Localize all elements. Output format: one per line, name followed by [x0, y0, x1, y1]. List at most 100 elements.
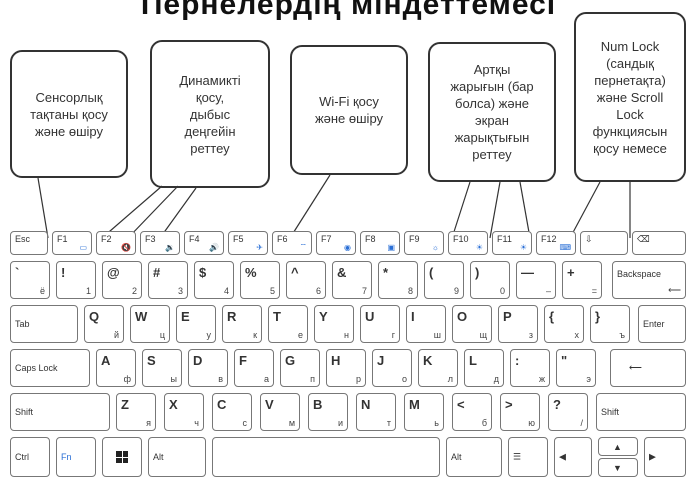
- key-f8[interactable]: F8▣: [360, 231, 400, 255]
- key-row1-7[interactable]: &7: [332, 261, 372, 299]
- key-row3-9[interactable]: :ж: [510, 349, 550, 387]
- key-f2[interactable]: F2🔇: [96, 231, 136, 255]
- key-f1[interactable]: F1▭: [52, 231, 92, 255]
- key-row1-8[interactable]: *8: [378, 261, 418, 299]
- key-row1-12[interactable]: +=: [562, 261, 602, 299]
- key-main-label: !: [61, 265, 66, 280]
- key-capslock[interactable]: Caps Lock: [10, 349, 90, 387]
- key-row1-9[interactable]: (9: [424, 261, 464, 299]
- key-alt[interactable]: Alt: [148, 437, 206, 477]
- volume-up-icon: 🔊: [209, 243, 219, 252]
- key-f12[interactable]: F12⌨: [536, 231, 576, 255]
- key-row2-10[interactable]: {х: [544, 305, 584, 343]
- page-title: Пернелердің міндеттемесі: [140, 0, 557, 21]
- key-down[interactable]: ▼: [598, 458, 638, 477]
- key-main-label: $: [199, 265, 207, 280]
- enter-arrow-icon: ⟵: [629, 362, 642, 373]
- key-row1-10[interactable]: )0: [470, 261, 510, 299]
- key-f3[interactable]: F3🔉: [140, 231, 180, 255]
- key-left[interactable]: ◀: [554, 437, 592, 477]
- key-sub-label: 3: [177, 286, 183, 296]
- backlight-icon: ☼: [431, 243, 439, 252]
- key-delete[interactable]: ⌫: [632, 231, 686, 255]
- key-f11[interactable]: F11☀: [492, 231, 532, 255]
- key-row1-4[interactable]: $4: [194, 261, 234, 299]
- key-enter[interactable]: Enter: [638, 305, 686, 343]
- key-scroll[interactable]: ⇩: [580, 231, 628, 255]
- key-main-label: Q: [89, 309, 100, 324]
- key-row2-11[interactable]: }ъ: [590, 305, 630, 343]
- key-f5[interactable]: F5✈: [228, 231, 268, 255]
- key-enter-wide[interactable]: ⟵: [610, 349, 686, 387]
- key-f7[interactable]: F7◉: [316, 231, 356, 255]
- key-row1-0[interactable]: `ё: [10, 261, 50, 299]
- key-row1-5[interactable]: %5: [240, 261, 280, 299]
- key-row1-3[interactable]: #3: [148, 261, 188, 299]
- key-up[interactable]: ▲: [598, 437, 638, 456]
- key-main-label: A: [101, 353, 111, 368]
- key-main-label: V: [265, 397, 274, 412]
- key-row3-10[interactable]: "э: [556, 349, 596, 387]
- key-main-label: %: [245, 265, 257, 280]
- airplane-icon: ✈: [256, 243, 263, 252]
- key-f4[interactable]: F4🔊: [184, 231, 224, 255]
- key-main-label: @: [107, 265, 120, 280]
- key-backspace[interactable]: Backspace ⟵: [612, 261, 686, 299]
- key-row4-7[interactable]: <б: [452, 393, 492, 431]
- key-space[interactable]: [212, 437, 440, 477]
- key-sub-label: э: [586, 374, 591, 384]
- key-row4-9[interactable]: ?/: [548, 393, 588, 431]
- key-row1-1[interactable]: !1: [56, 261, 96, 299]
- key-menu[interactable]: ☰: [508, 437, 548, 477]
- key-right[interactable]: ▶: [644, 437, 686, 477]
- key-fn[interactable]: Fn: [56, 437, 96, 477]
- key-row4-8[interactable]: >ю: [500, 393, 540, 431]
- key-main-label: O: [457, 309, 468, 324]
- key-shift-right[interactable]: Shift: [596, 393, 686, 431]
- speaker-mute-icon: 🔇: [121, 243, 131, 252]
- key-f10[interactable]: F10☀: [448, 231, 488, 255]
- key-row1-11[interactable]: —–: [516, 261, 556, 299]
- key-f6[interactable]: F6⌔: [272, 231, 312, 255]
- key-shift-left[interactable]: Shift: [10, 393, 110, 431]
- key-row1-2[interactable]: @2: [102, 261, 142, 299]
- key-tab[interactable]: Tab: [10, 305, 78, 343]
- key-main-label: ): [475, 265, 480, 280]
- key-alt-right[interactable]: Alt: [446, 437, 502, 477]
- key-row1-6[interactable]: ^6: [286, 261, 326, 299]
- key-main-label: X: [169, 397, 178, 412]
- key-esc[interactable]: Esc: [10, 231, 48, 255]
- key-win[interactable]: [102, 437, 142, 477]
- key-sub-label: ы: [170, 374, 177, 384]
- key-sub-label: 8: [407, 286, 413, 296]
- key-ctrl[interactable]: Ctrl: [10, 437, 50, 477]
- display-icon: ▣: [387, 243, 395, 252]
- key-f9[interactable]: F9☼: [404, 231, 444, 255]
